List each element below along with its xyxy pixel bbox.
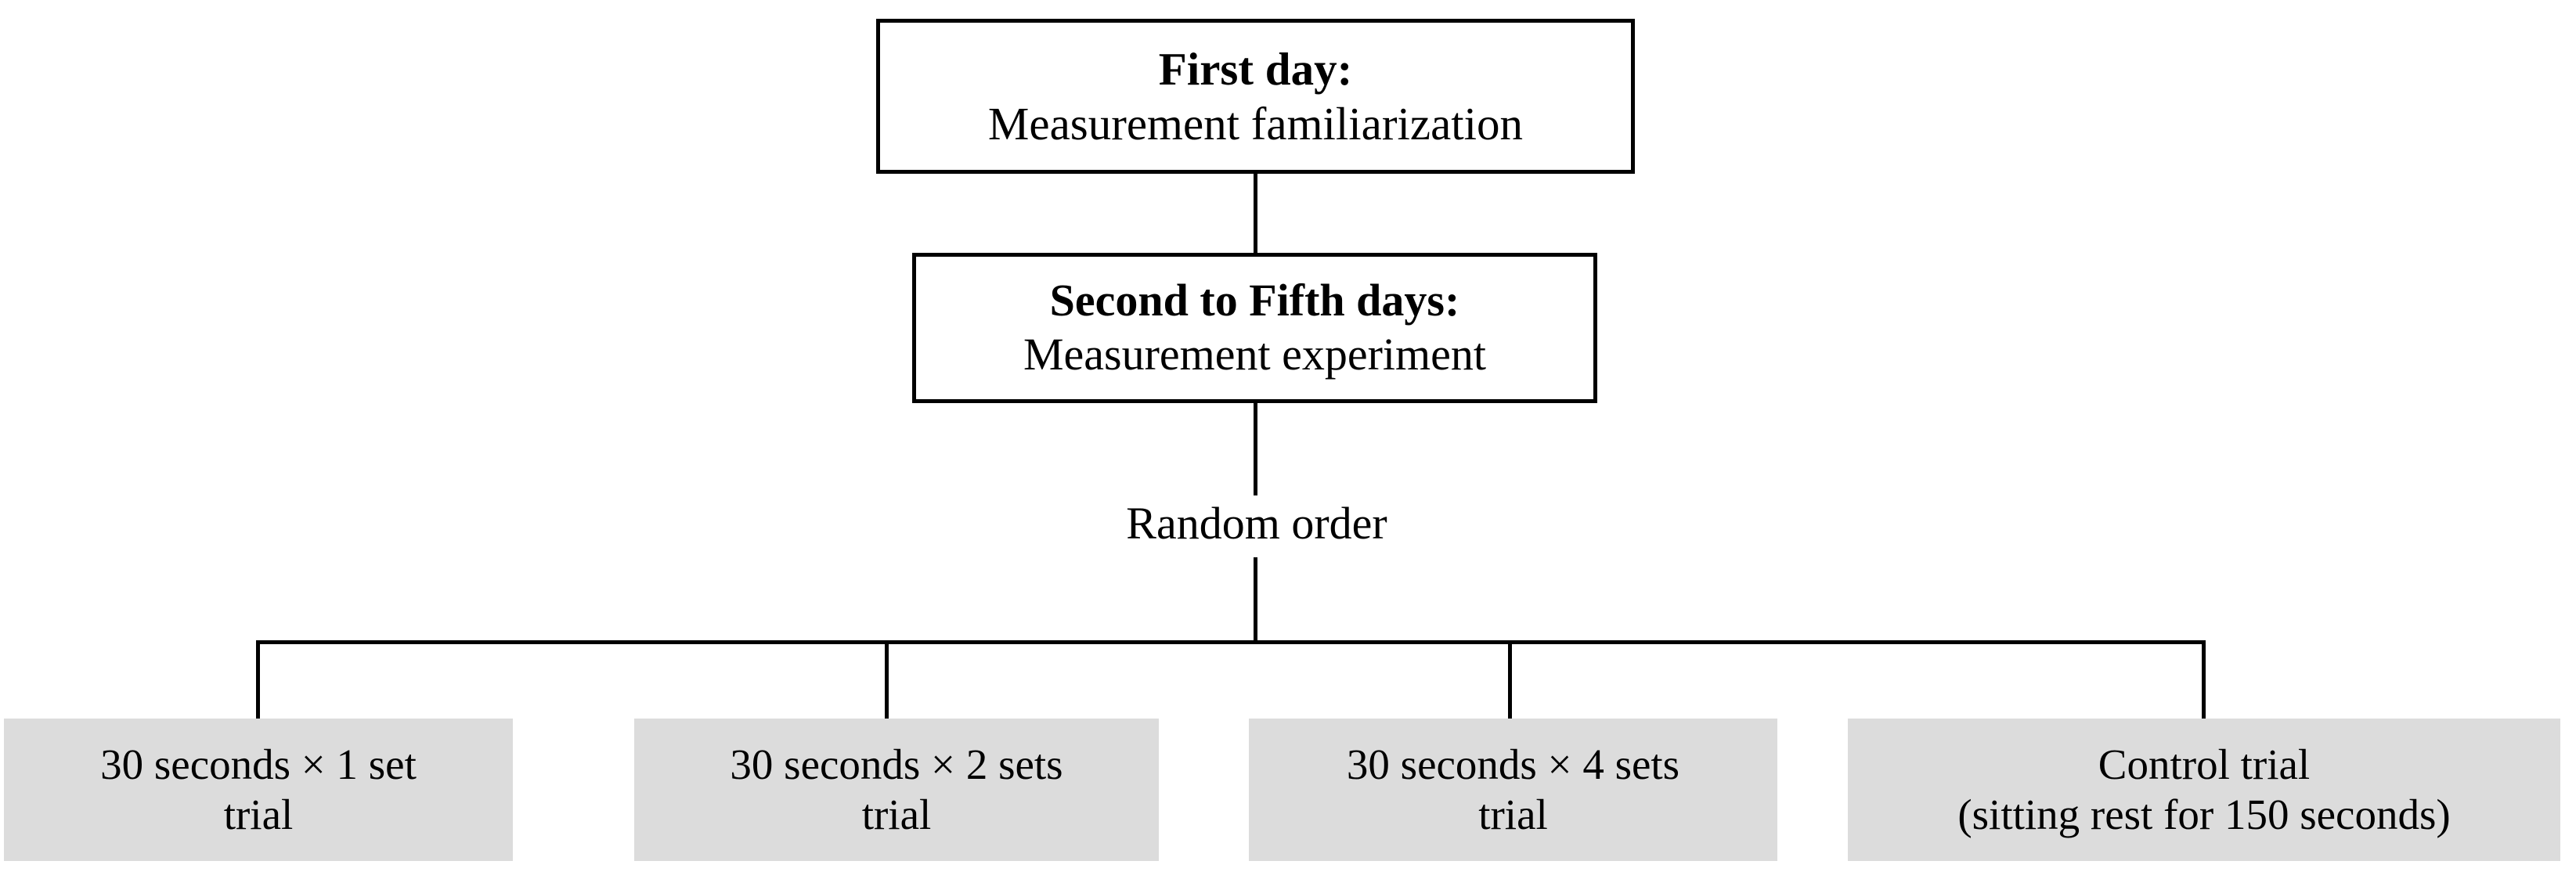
node-trial-30s-1-set-line2: trial (223, 791, 294, 838)
node-trial-30s-2-sets-line2: trial (861, 791, 932, 838)
branch-drop-trial-1 (256, 640, 260, 719)
connector-first-day-to-second-fifth (1254, 174, 1257, 253)
branch-drop-trial-3 (1508, 640, 1512, 719)
node-second-to-fifth-days-subtitle: Measurement experiment (1023, 329, 1487, 380)
node-trial-control: Control trial (sitting rest for 150 seco… (1848, 719, 2560, 861)
branch-bus-horizontal (256, 640, 2206, 644)
node-trial-control-line2: (sitting rest for 150 seconds) (1957, 791, 2451, 838)
node-trial-30s-1-set: 30 seconds × 1 set trial (4, 719, 513, 861)
node-first-day: First day: Measurement familiarization (876, 19, 1635, 174)
node-trial-30s-1-set-line1: 30 seconds × 1 set (100, 740, 417, 789)
node-second-to-fifth-days: Second to Fifth days: Measurement experi… (912, 253, 1597, 403)
node-trial-30s-4-sets: 30 seconds × 4 sets trial (1249, 719, 1777, 861)
node-second-to-fifth-days-title: Second to Fifth days: (1049, 275, 1460, 326)
node-first-day-subtitle: Measurement familiarization (987, 98, 1524, 150)
node-trial-30s-2-sets-line1: 30 seconds × 2 sets (730, 740, 1063, 789)
node-trial-30s-4-sets-line1: 30 seconds × 4 sets (1346, 740, 1680, 789)
node-trial-control-line1: Control trial (2098, 740, 2311, 789)
node-trial-30s-4-sets-line2: trial (1478, 791, 1548, 838)
random-order-label: Random order (1126, 498, 1387, 549)
connector-random-order-to-bus (1254, 557, 1257, 643)
branch-drop-trial-2 (885, 640, 889, 719)
connector-second-fifth-to-random-order (1254, 403, 1257, 495)
node-first-day-title: First day: (1158, 42, 1353, 95)
node-trial-30s-2-sets: 30 seconds × 2 sets trial (634, 719, 1159, 861)
branch-drop-trial-4 (2202, 640, 2206, 719)
